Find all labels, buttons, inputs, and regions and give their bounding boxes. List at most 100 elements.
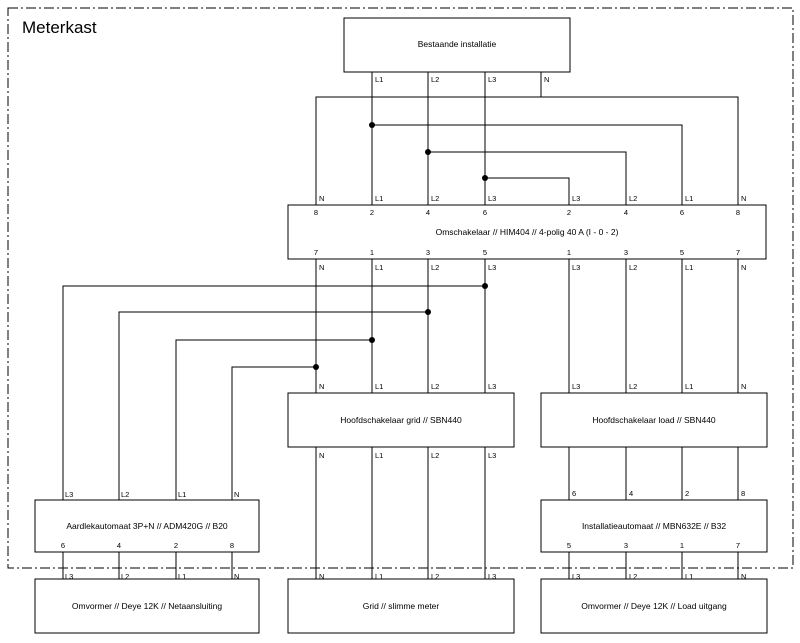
- terminal-number: 6: [680, 208, 684, 217]
- terminal-number: 3: [624, 248, 628, 257]
- phase-label: L1: [178, 572, 186, 581]
- block-hoofdschakelaar-grid: Hoofdschakelaar grid // SBN440 N L1 L2 L…: [287, 382, 515, 460]
- phase-label: L2: [629, 263, 637, 272]
- block-label: Hoofdschakelaar load // SBN440: [592, 415, 716, 425]
- phase-label: L1: [375, 263, 383, 272]
- terminal-number: 2: [685, 489, 689, 498]
- junction-dot: [313, 364, 319, 370]
- terminal-number: 5: [680, 248, 684, 257]
- block-hoofdschakelaar-load: Hoofdschakelaar load // SBN440 L3 L2 L1 …: [540, 382, 768, 498]
- terminal-number: 5: [567, 541, 571, 550]
- phase-label: N: [319, 382, 324, 391]
- block-label: Hoofdschakelaar grid // SBN440: [340, 415, 462, 425]
- phase-label: L2: [431, 194, 439, 203]
- junction-dot: [369, 337, 375, 343]
- phase-label: N: [741, 382, 746, 391]
- terminal-number: 1: [370, 248, 374, 257]
- phase-label: L2: [629, 572, 637, 581]
- phase-label: L2: [431, 382, 439, 391]
- phase-label: L3: [572, 572, 580, 581]
- block-omvormer-load: Omvormer // Deye 12K // Load uitgang: [540, 578, 768, 634]
- block-omvormer-net: Omvormer // Deye 12K // Netaansluiting: [34, 578, 260, 634]
- terminal-number: 4: [624, 208, 628, 217]
- phase-label: L3: [488, 75, 496, 84]
- meterkast-enclosure: [7, 7, 794, 569]
- terminal-number: 8: [741, 489, 745, 498]
- terminal-number: 3: [624, 541, 628, 550]
- junction-dot: [425, 149, 431, 155]
- phase-label: L2: [431, 75, 439, 84]
- phase-label: L3: [488, 572, 496, 581]
- block-label: Omvormer // Deye 12K // Load uitgang: [581, 601, 727, 611]
- phase-label: L2: [431, 572, 439, 581]
- phase-label: L1: [375, 451, 383, 460]
- phase-label: L3: [572, 382, 580, 391]
- phase-label: L1: [375, 75, 383, 84]
- phase-label: L3: [488, 451, 496, 460]
- terminal-number: 3: [426, 248, 430, 257]
- terminal-number: 8: [230, 541, 234, 550]
- phase-label: L2: [431, 451, 439, 460]
- phase-label: L3: [572, 194, 580, 203]
- phase-label: L1: [685, 572, 693, 581]
- phase-label: L2: [629, 382, 637, 391]
- phase-label: N: [234, 572, 239, 581]
- phase-label: L3: [488, 194, 496, 203]
- phase-label: L1: [685, 194, 693, 203]
- enclosure-title: Meterkast: [22, 18, 97, 37]
- terminal-number: 4: [117, 541, 121, 550]
- terminal-number: 2: [370, 208, 374, 217]
- terminal-number: 7: [314, 248, 318, 257]
- block-installatieautomaat: Installatieautomaat // MBN632E // B32 5 …: [540, 499, 768, 581]
- phase-label: L1: [178, 490, 186, 499]
- phase-label: N: [741, 572, 746, 581]
- block-label: Omschakelaar // HIM404 // 4-polig 40 A (…: [436, 227, 619, 237]
- terminal-number: 7: [736, 541, 740, 550]
- junction-dot: [482, 283, 488, 289]
- block-grid-meter: Grid // slimme meter N L1 L2 L3: [287, 572, 515, 634]
- phase-label: N: [741, 194, 746, 203]
- terminal-number: 1: [567, 248, 571, 257]
- phase-label: N: [234, 490, 239, 499]
- phase-label: L2: [431, 263, 439, 272]
- terminal-number: 2: [567, 208, 571, 217]
- terminal-number: 8: [314, 208, 318, 217]
- phase-label: N: [319, 451, 324, 460]
- phase-label: N: [544, 75, 549, 84]
- block-label: Omvormer // Deye 12K // Netaansluiting: [72, 601, 223, 611]
- terminal-number: 7: [736, 248, 740, 257]
- phase-label: L2: [121, 490, 129, 499]
- terminal-number: 6: [483, 208, 487, 217]
- block-label: Grid // slimme meter: [363, 601, 440, 611]
- terminal-number: 2: [174, 541, 178, 550]
- block-bestaande-installatie: Bestaande installatie L1 L2 L3 N: [343, 17, 571, 84]
- phase-label: L3: [488, 263, 496, 272]
- phase-label: N: [319, 572, 324, 581]
- phase-label: L2: [121, 572, 129, 581]
- terminal-number: 5: [483, 248, 487, 257]
- phase-label: L1: [685, 263, 693, 272]
- block-omschakelaar: Omschakelaar // HIM404 // 4-polig 40 A (…: [287, 194, 767, 272]
- terminal-number: 6: [572, 489, 576, 498]
- phase-label: N: [741, 263, 746, 272]
- terminal-number: 4: [426, 208, 430, 217]
- block-label: Bestaande installatie: [418, 39, 497, 49]
- wires: [62, 72, 739, 579]
- phase-label: L3: [65, 572, 73, 581]
- junction-dot: [369, 122, 375, 128]
- phase-label: N: [319, 263, 324, 272]
- block-aardlekautomaat: Aardlekautomaat 3P+N // ADM420G // B20 L…: [34, 490, 260, 581]
- terminal-number: 8: [736, 208, 740, 217]
- phase-label: L3: [572, 263, 580, 272]
- block-label: Installatieautomaat // MBN632E // B32: [582, 521, 726, 531]
- terminal-number: 1: [680, 541, 684, 550]
- junctions: [313, 122, 488, 370]
- phase-label: L2: [629, 194, 637, 203]
- junction-dot: [425, 309, 431, 315]
- phase-label: L1: [375, 572, 383, 581]
- phase-label: N: [319, 194, 324, 203]
- phase-label: L1: [375, 382, 383, 391]
- phase-label: L1: [685, 382, 693, 391]
